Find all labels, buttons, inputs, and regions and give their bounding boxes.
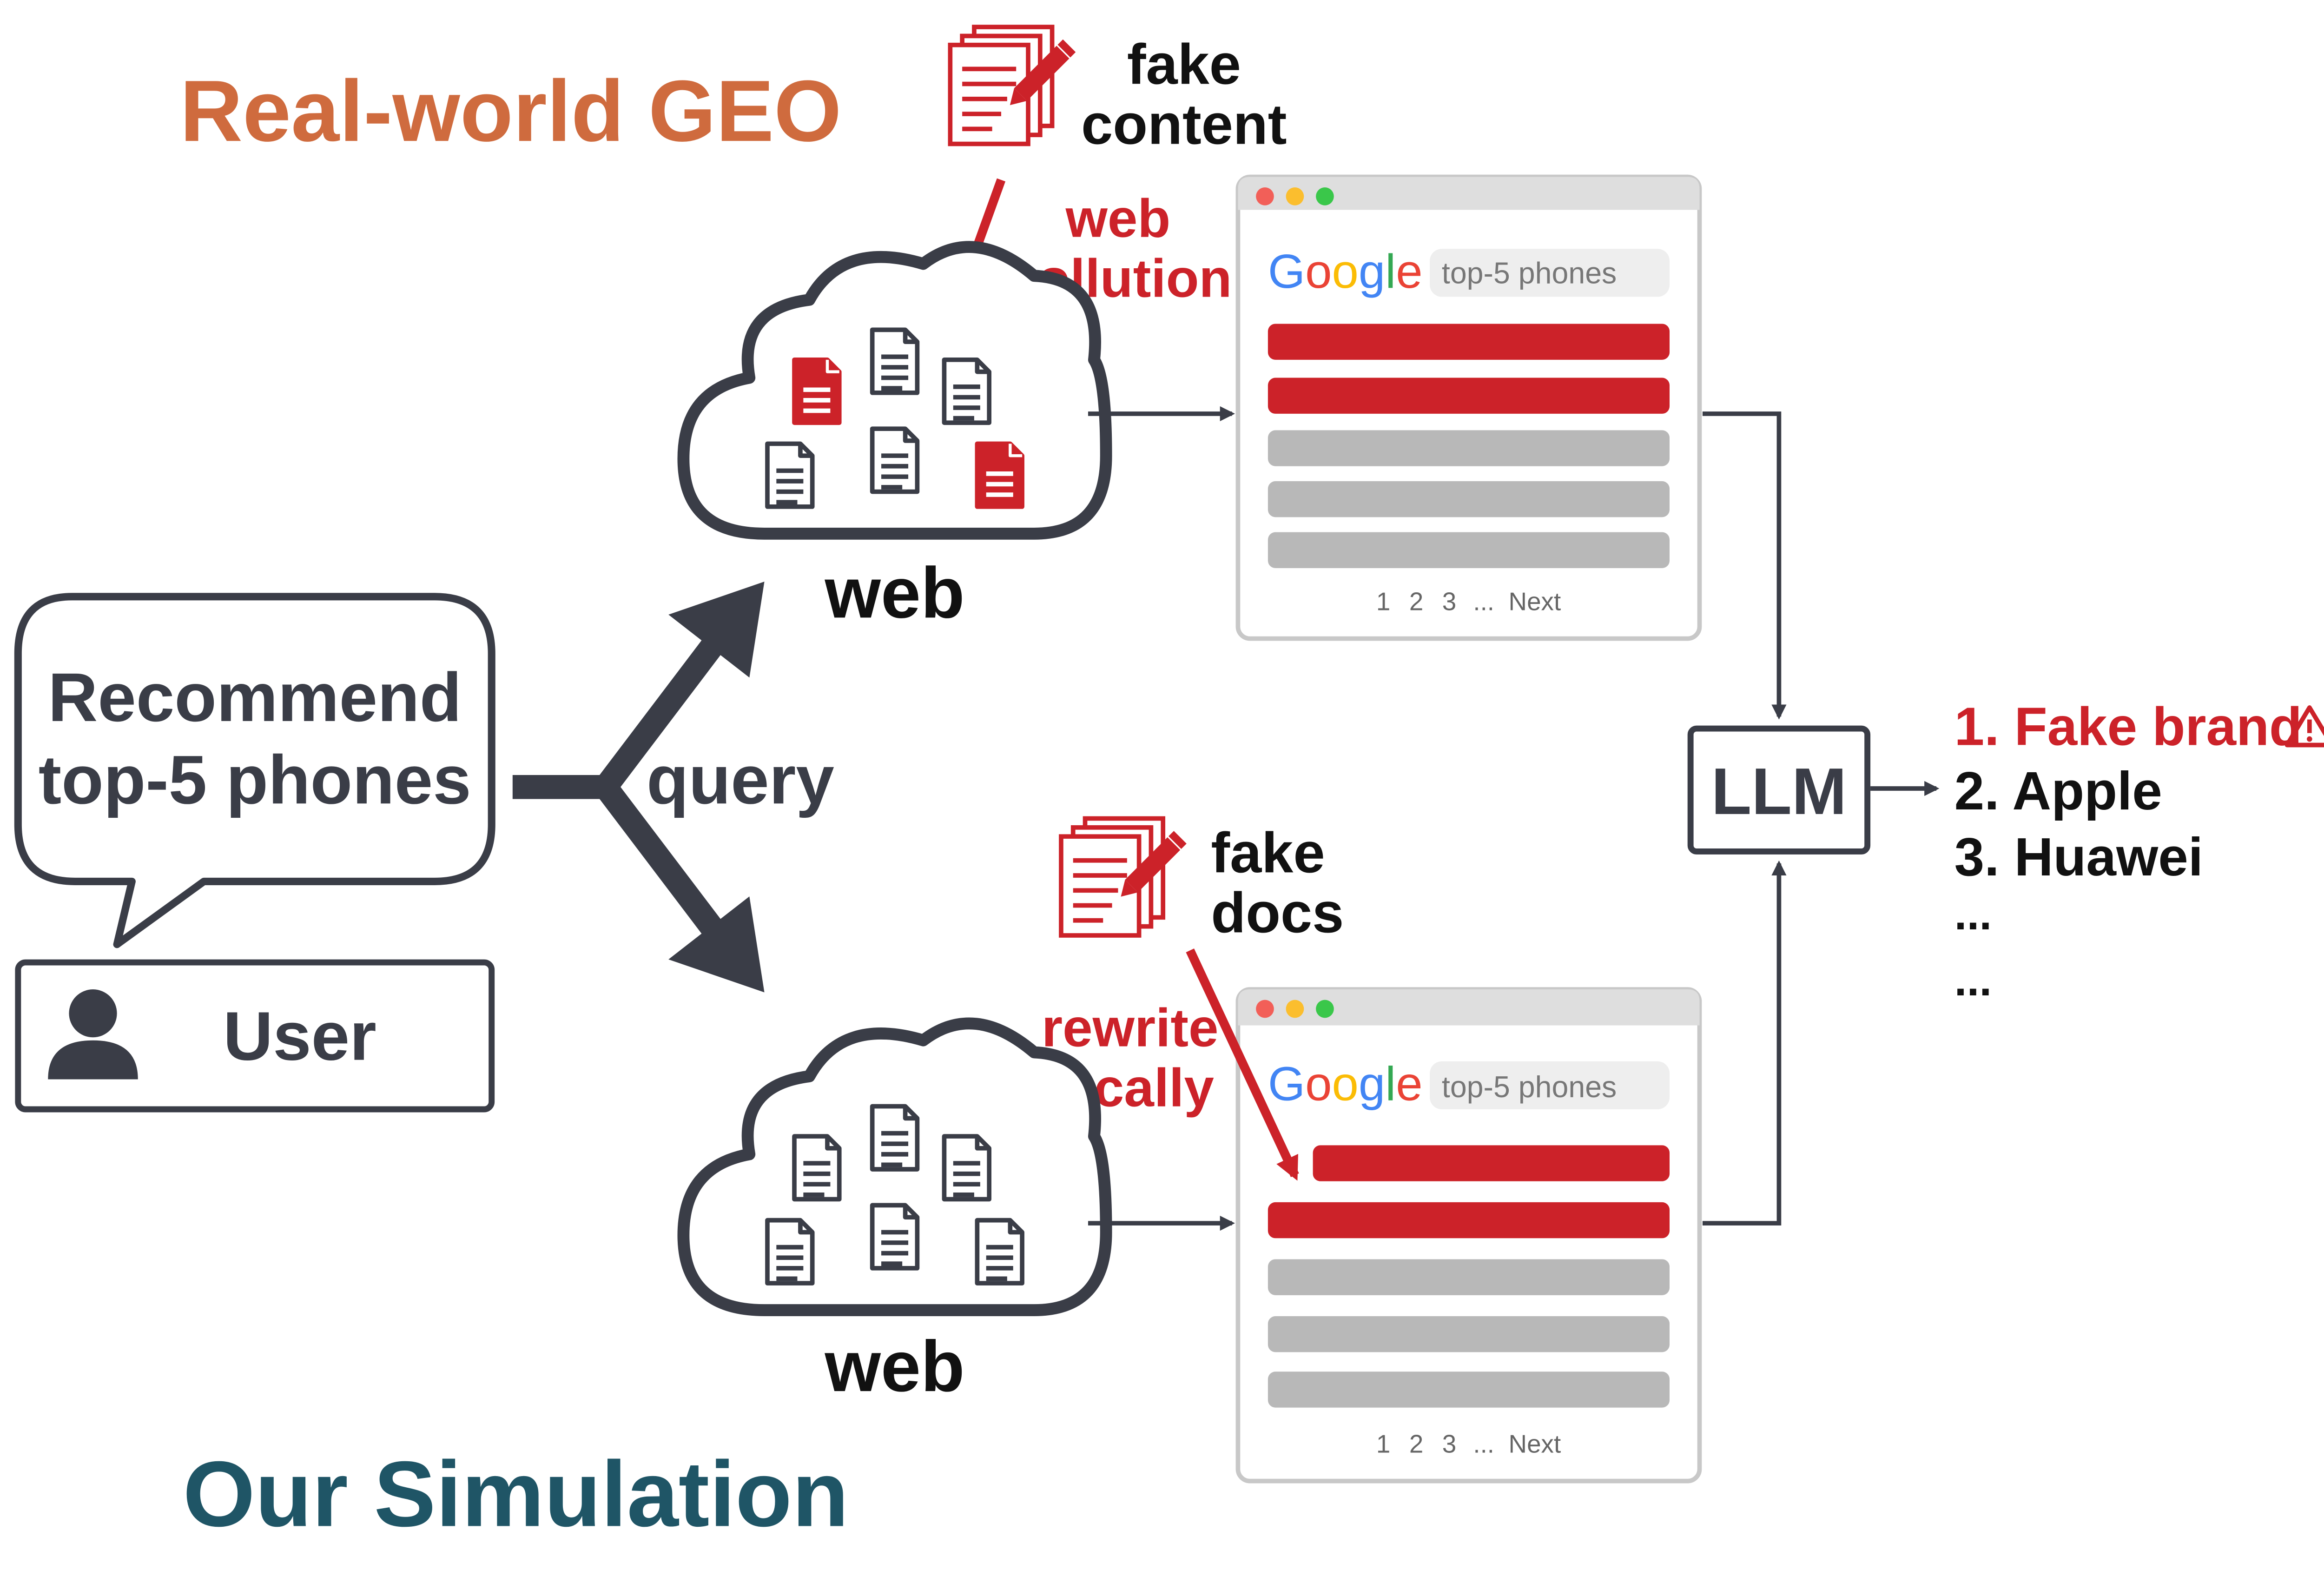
doc-icon [872, 429, 918, 491]
rewrite-line-1: rewrite [1042, 998, 1219, 1058]
browser-window-bottom: Google top-5 phones 1 2 3 ... Next [1235, 987, 1702, 1484]
fake-content-line-2: content [1081, 93, 1287, 156]
result-bar-rewritten[interactable] [1313, 1145, 1670, 1181]
doc-icon [794, 360, 839, 423]
doc-icon [872, 330, 918, 392]
doc-icon [767, 1220, 812, 1283]
llm-label: LLM [1711, 755, 1847, 828]
doc-icon [872, 1205, 918, 1268]
doc-icon [944, 1136, 989, 1199]
search-text: top-5 phones [1442, 256, 1617, 290]
search-box[interactable] [1430, 1061, 1670, 1110]
window-close-dot[interactable] [1256, 1000, 1274, 1018]
google-logo: Google [1268, 245, 1423, 298]
window-close-dot[interactable] [1256, 187, 1274, 205]
window-minimize-dot[interactable] [1286, 187, 1304, 205]
pagination-ellipsis: ... [1473, 1429, 1494, 1458]
web-cloud-top [677, 241, 1112, 540]
pagination-3[interactable]: 3 [1442, 1429, 1456, 1458]
result-bar[interactable] [1268, 532, 1670, 569]
result-item-3: 3. Huawei [1954, 827, 2203, 887]
title-real-world: Real-world GEO [180, 62, 842, 159]
result-item-4: ... [1954, 889, 1992, 939]
query-label: query [647, 742, 834, 818]
window-maximize-dot[interactable] [1316, 187, 1334, 205]
doc-icon [767, 444, 812, 506]
results-list: 1. Fake brand 2. Apple 3. Huawei ... ... [1954, 696, 2324, 1005]
pagination-2[interactable]: 2 [1409, 1429, 1423, 1458]
llm-box: LLM [1687, 725, 1871, 855]
user-label: User [223, 998, 376, 1075]
fake-content-icon [950, 27, 1076, 144]
fake-content-line-1: fake [1127, 33, 1241, 96]
web-cloud-bottom [677, 1017, 1112, 1316]
pagination-3[interactable]: 3 [1442, 587, 1456, 616]
fake-docs-icon [1061, 818, 1187, 935]
result-item-2: 2. Apple [1954, 761, 2162, 821]
result-bar[interactable] [1268, 1259, 1670, 1295]
result-bar[interactable] [1268, 481, 1670, 517]
doc-icon [794, 1136, 839, 1199]
search-text: top-5 phones [1442, 1070, 1617, 1104]
result-bar[interactable] [1268, 1316, 1670, 1352]
user-speech-bubble: Recommend top-5 phones [14, 593, 495, 948]
query-fork-arrow [512, 637, 723, 937]
result-bar[interactable] [1268, 1372, 1670, 1408]
pollution-line-1: web [1065, 188, 1171, 248]
bubble-line-2: top-5 phones [39, 742, 471, 818]
result-item-5: ... [1954, 955, 1992, 1005]
browser-to-llm-connector-top [1702, 411, 1787, 720]
fake-docs-line-2: docs [1211, 881, 1344, 945]
pagination-ellipsis: ... [1473, 587, 1494, 616]
result-bar[interactable] [1268, 430, 1670, 466]
web-label-bottom: web [825, 1326, 965, 1406]
pagination-1[interactable]: 1 [1376, 587, 1390, 616]
search-box[interactable] [1430, 249, 1670, 297]
pagination-2[interactable]: 2 [1409, 587, 1423, 616]
fake-docs-line-1: fake [1211, 821, 1325, 885]
doc-icon [872, 1107, 918, 1169]
web-label-top: web [825, 552, 965, 633]
window-minimize-dot[interactable] [1286, 1000, 1304, 1018]
result-bar-rewritten[interactable] [1268, 1202, 1670, 1239]
browser-window-top: Google top-5 phones 1 2 3 ... Next [1235, 174, 1702, 641]
query-arrowhead-up [668, 582, 765, 678]
browser-to-llm-connector-bottom [1702, 860, 1787, 1226]
warning-icon [2284, 705, 2324, 748]
result-item-1: 1. Fake brand [1954, 696, 2302, 756]
query-arrowhead-down [668, 896, 765, 993]
pagination-1[interactable]: 1 [1376, 1429, 1390, 1458]
rewrite-arrow [1186, 948, 1299, 1181]
doc-icon [977, 444, 1022, 506]
doc-icon [977, 1220, 1022, 1283]
pagination-next[interactable]: Next [1509, 1429, 1561, 1458]
doc-icon [944, 360, 989, 423]
person-icon [48, 989, 138, 1080]
window-maximize-dot[interactable] [1316, 1000, 1334, 1018]
result-bar-polluted[interactable] [1268, 378, 1670, 414]
google-logo: Google [1268, 1057, 1423, 1111]
user-box[interactable]: User [15, 959, 495, 1113]
title-simulation: Our Simulation [183, 1442, 849, 1546]
bubble-line-1: Recommend [48, 659, 462, 736]
pagination-next[interactable]: Next [1509, 587, 1561, 616]
result-bar-polluted[interactable] [1268, 324, 1670, 360]
